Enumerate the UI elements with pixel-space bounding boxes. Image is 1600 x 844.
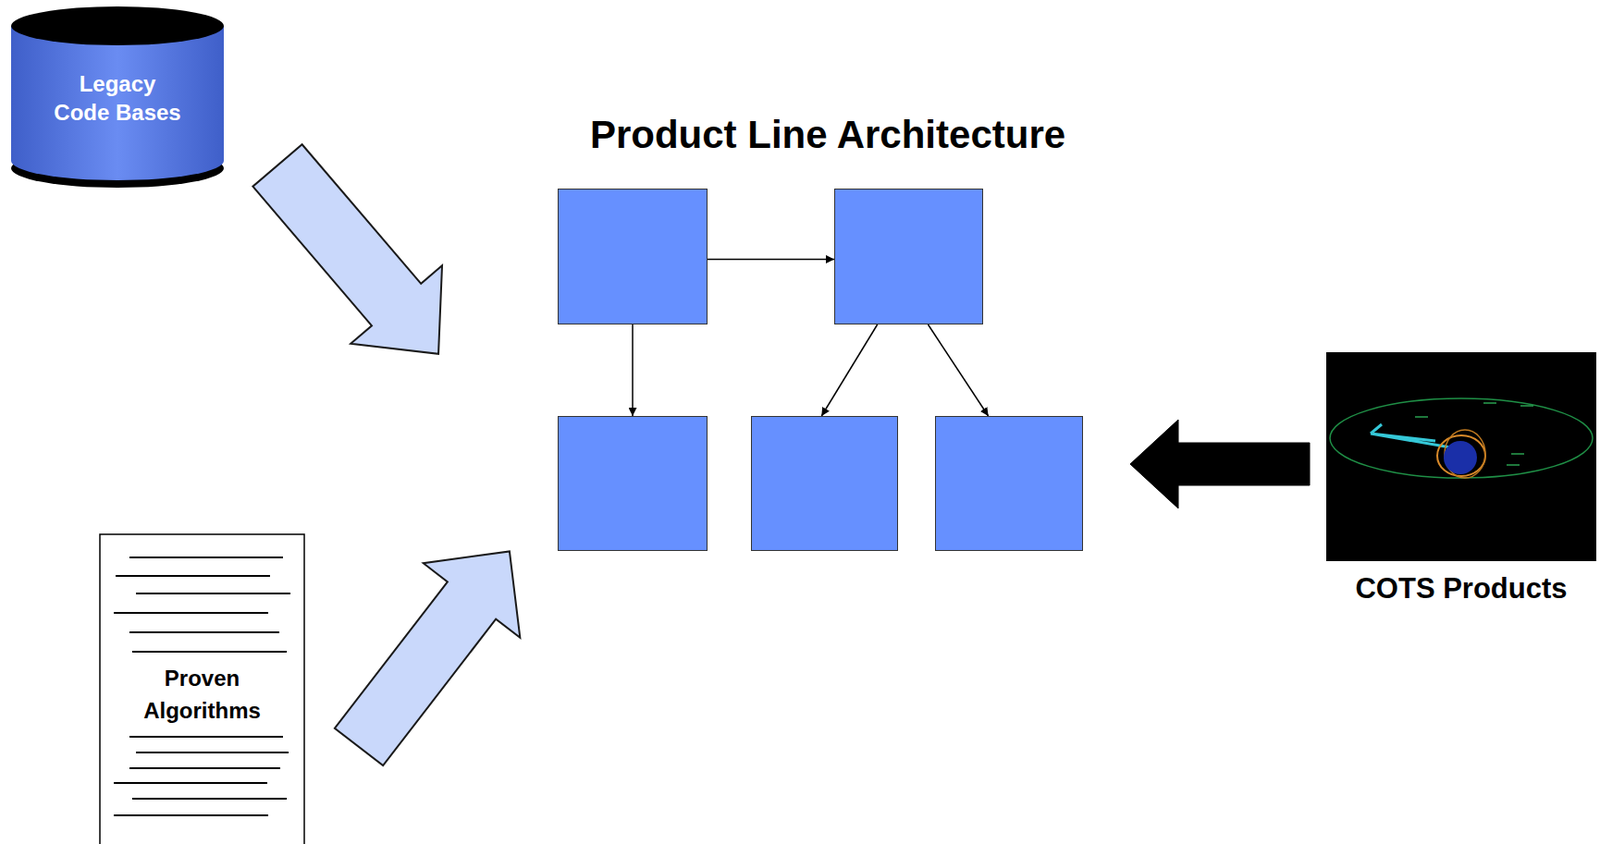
component-box [557,188,708,325]
tiny-marker [1483,402,1497,405]
node-label: Proven Algorithms [135,661,269,730]
text-line [129,556,284,559]
text-line [135,751,289,754]
text-line [113,612,269,615]
node-label: Legacy Code Bases [50,69,185,127]
connector-arrow [707,258,835,261]
image-background [1326,352,1597,562]
component-box [557,416,708,552]
sight-lines [1370,424,1456,449]
connector-arrow [821,324,877,417]
text-line [132,651,287,653]
text-line [129,631,280,634]
planet [1443,441,1477,475]
orbit-ellipse [1329,398,1593,479]
text-line [113,782,268,785]
connector-arrow [631,324,634,417]
orbit-ring [1437,435,1486,477]
legacy-block-arrow [232,126,485,394]
document-page: Proven Algorithms [98,533,306,844]
text-line [132,798,287,800]
text-line [135,592,291,595]
algorithms-block-arrow [310,514,558,785]
tiny-marker [1415,416,1428,419]
text-line [113,814,269,817]
component-box [750,416,899,552]
text-line [115,575,271,578]
cylinder-top [11,6,224,46]
cylinder-body [11,25,224,181]
diagram-title: Product Line Architecture [504,112,1152,158]
database-cylinder-outline [10,5,225,189]
orbit-ring [1444,430,1486,479]
tiny-marker [1506,464,1520,467]
page-outline [99,534,305,844]
component-box [834,188,984,325]
tiny-marker [1520,405,1534,407]
cots-block-arrow [1130,419,1310,509]
text-line [129,767,281,770]
database-cylinder: Legacy Code Bases [10,5,225,189]
component-box [935,416,1084,552]
text-line [129,736,284,739]
image-caption: COTS Products [1354,572,1567,606]
cots-image: COTS Products [1326,352,1597,562]
cots-image-outline [1326,352,1597,562]
connector-arrow [927,324,988,417]
tiny-marker [1511,453,1525,456]
